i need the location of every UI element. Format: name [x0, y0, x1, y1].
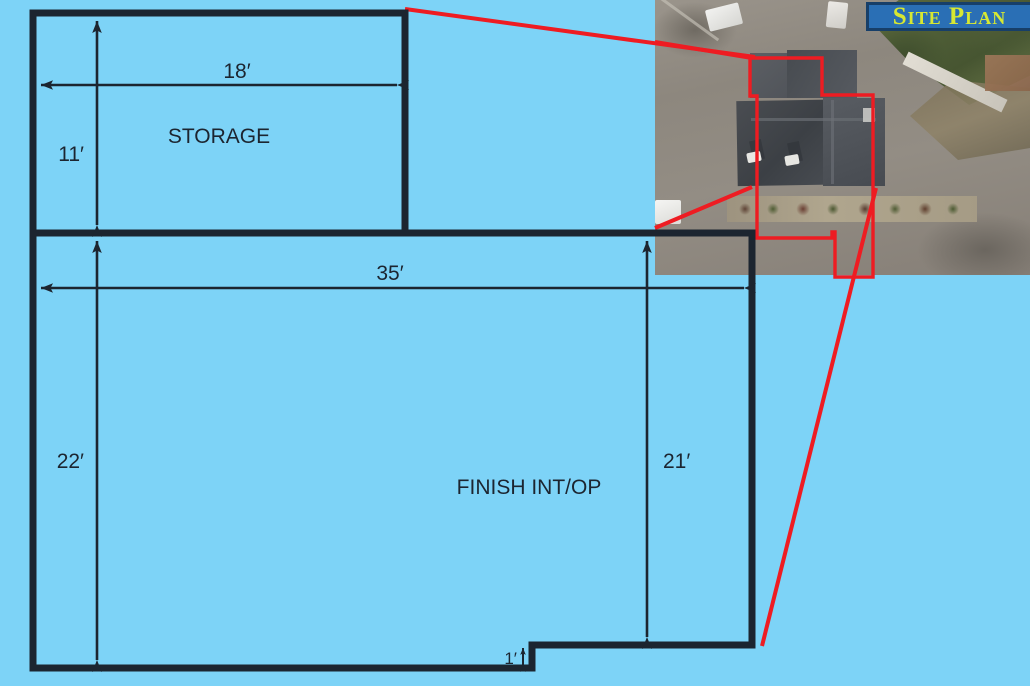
leader-line-left-lower	[654, 185, 753, 230]
dim-main-height-right-label: 21′	[663, 450, 690, 473]
site-plan-banner-label: Site Plan	[892, 3, 1007, 30]
storage-room-outline	[29, 9, 409, 237]
dimension-lines	[41, 21, 756, 672]
neighboring-building	[985, 55, 1030, 91]
leader-line-bottom	[760, 187, 878, 647]
storage-room-label: STORAGE	[168, 125, 270, 148]
leader-lines	[404, 7, 878, 647]
aerial-site-photo	[655, 0, 1030, 275]
shrub-row	[733, 200, 971, 218]
dim-main-width-label: 35′	[376, 262, 403, 285]
site-plan-banner: Site Plan	[866, 2, 1030, 31]
dim-main-height-left-label: 22′	[57, 450, 84, 473]
dim-storage-width-label: 18′	[223, 60, 250, 83]
finish-room-outline	[29, 229, 756, 672]
photo-building-outline	[748, 56, 875, 279]
plan-walls	[29, 9, 756, 672]
finish-room-label: FINISH INT/OP	[457, 476, 602, 499]
dim-notch-height-label: 1′	[504, 649, 517, 668]
roof-ridge-vertical	[831, 100, 834, 184]
dim-storage-height-label: 11′	[58, 143, 84, 166]
roof-ridge-horizontal	[751, 118, 876, 121]
leader-line-top-2	[654, 40, 753, 60]
